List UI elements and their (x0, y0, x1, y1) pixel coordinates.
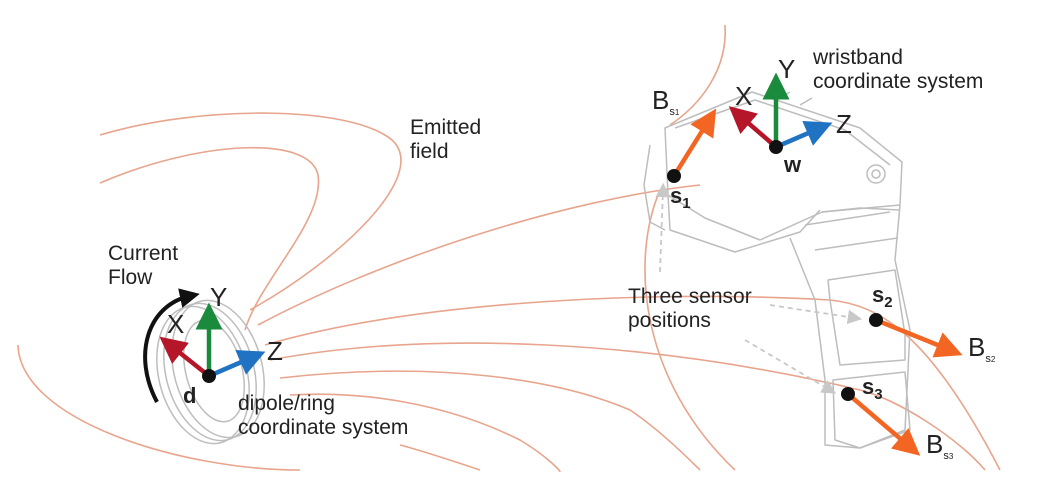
field-line (399, 444, 481, 471)
dipole-origin-label: d (183, 383, 197, 408)
wristband-origin-label: w (784, 152, 802, 177)
dipole-coordinate-label: dipole/ring coordinate system (238, 392, 409, 440)
field-line (669, 24, 726, 126)
sensor-s3-label: s3 (862, 374, 883, 403)
field-line (99, 146, 320, 331)
wristband-device (643, 91, 911, 449)
field-line (269, 342, 986, 471)
field-b-s2-label: Bs2 (968, 332, 996, 365)
wristband-x-label: X (735, 81, 753, 111)
sensor-dot-s3 (841, 387, 855, 401)
field-line (279, 370, 701, 471)
emitted-field-label: Emitted field (410, 116, 482, 164)
vector-b-s3 (846, 392, 921, 456)
dipole-origin-dot (202, 369, 216, 383)
current-flow-label: Current Flow (108, 242, 179, 290)
field-b-s3-label: Bs3 (926, 429, 954, 462)
sensor-dot-s2 (869, 313, 883, 327)
vector-b-s1 (672, 108, 717, 178)
vector-b-s2 (875, 317, 963, 358)
current-flow-arrow (143, 288, 200, 403)
sensor-vectors (672, 108, 963, 456)
three-sensor-label: Three sensor positions (628, 285, 752, 333)
field-b-s1-label: Bs1 (652, 85, 680, 118)
dipole-z-axis (208, 349, 266, 379)
field-line (17, 344, 301, 471)
field-line (257, 184, 701, 326)
wristband-z-label: Z (836, 109, 852, 139)
pointer-s1 (655, 182, 670, 273)
pointer-s3 (744, 339, 837, 394)
wristband-x-axis (728, 106, 778, 149)
sensor-dot-s1 (667, 169, 681, 183)
dipole-y-label: Y (210, 282, 228, 312)
sensor-s1-label: s1 (670, 183, 691, 212)
pointer-s2 (769, 304, 863, 325)
dipole-z-label: Z (267, 336, 283, 366)
wristband-coordinate-label: wristband coordinate system (813, 46, 984, 94)
dipole-axes (159, 302, 266, 379)
sensor-pointer-lines (655, 182, 863, 394)
sensor-s2-label: s2 (872, 282, 893, 311)
field-line (99, 112, 402, 311)
wristband-y-label: Y (778, 54, 796, 84)
wristband-origin-dot (769, 140, 783, 154)
dipole-x-label: X (167, 309, 185, 339)
wristband-axes (728, 72, 833, 150)
dipole-x-axis (159, 336, 211, 378)
wristband-z-axis (775, 120, 833, 150)
field-line (264, 295, 1001, 471)
field-line (289, 393, 561, 473)
